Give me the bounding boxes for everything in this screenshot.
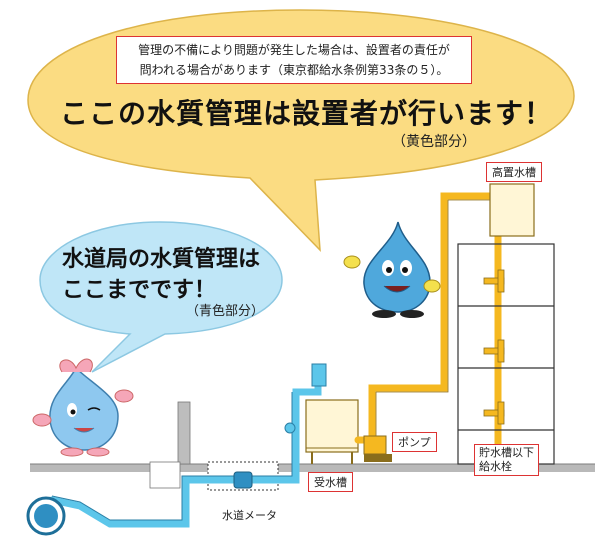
blue-part-label: （青色部分） — [186, 304, 265, 319]
bureau-headline-line1: 水道局の水質管理は — [62, 247, 261, 272]
below-tank-faucet-label: 貯水槽以下 給水栓 — [474, 444, 539, 476]
elevated-tank-label: 高置水槽 — [486, 162, 542, 182]
yellow-pipe-outline — [375, 199, 504, 436]
receiving-tank — [305, 399, 359, 464]
liability-note-line2: 問われる場合があります（東京都給水条例第33条の５）。 — [139, 63, 449, 77]
water-drop-mascot-blue — [343, 221, 441, 318]
yellow-part-label: （黄色部分） — [392, 134, 476, 150]
water-drop-mascot-pink — [32, 358, 134, 457]
water-meter-icon — [233, 471, 253, 489]
bureau-headline: 水道局の水質管理は ここまでです！ — [62, 244, 260, 306]
blue-pipe-outline — [51, 392, 293, 521]
elevated-tank — [489, 183, 535, 237]
owner-headline: ここの水質管理は設置者が行います！ — [60, 97, 554, 130]
float-valve-icon — [284, 363, 327, 434]
below-tank-label-line2: 給水栓 — [479, 460, 512, 473]
receiving-tank-label: 受水槽 — [308, 472, 353, 492]
liability-note: 管理の不備により問題が発生した場合は、設置者の責任が 問われる場合があります（東… — [116, 36, 472, 84]
liability-note-line1: 管理の不備により問題が発生した場合は、設置者の責任が — [138, 43, 450, 57]
yellow-pipes — [354, 192, 508, 454]
water-main-pipe-icon — [26, 496, 66, 536]
boundary-wall — [149, 401, 191, 489]
bureau-headline-line2: ここまでです！ — [62, 278, 217, 303]
building-outline — [457, 243, 555, 465]
below-tank-label-line1: 貯水槽以下 — [479, 446, 534, 459]
faucet-icon — [483, 269, 505, 425]
water-meter-label: 水道メータ — [222, 509, 277, 522]
pump-label: ポンプ — [392, 432, 437, 452]
pump-icon — [363, 435, 392, 462]
blue-speech-bubble — [39, 221, 283, 373]
